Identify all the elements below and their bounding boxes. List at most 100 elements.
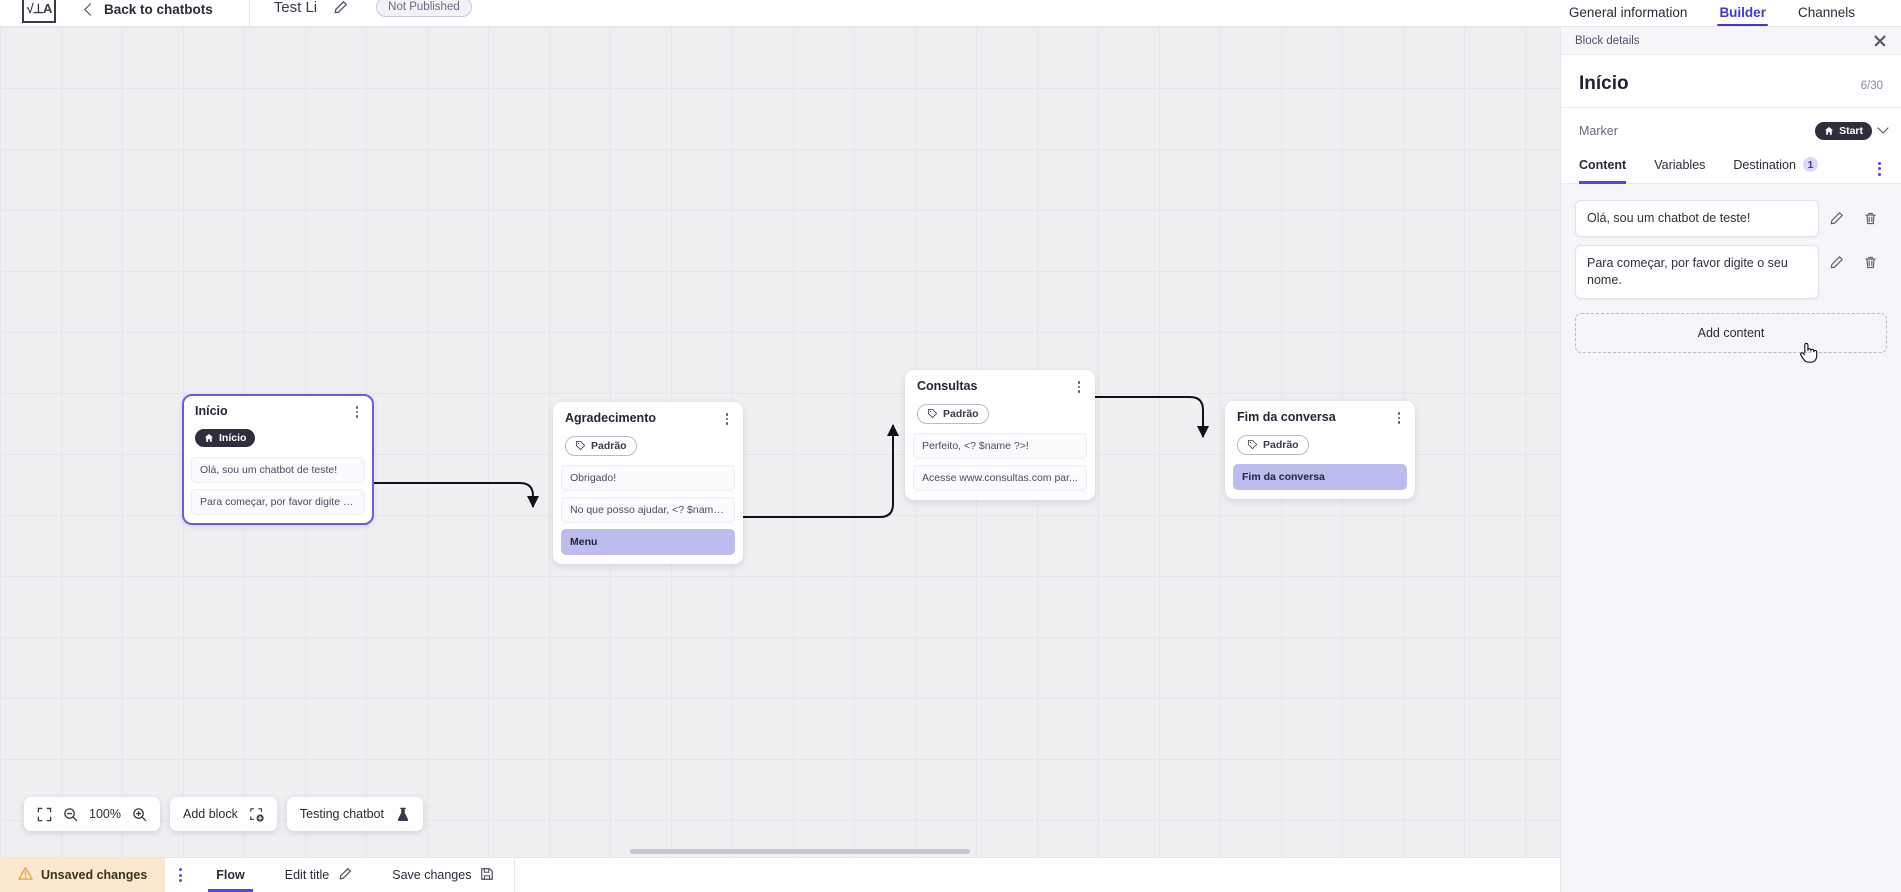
marker-select[interactable]: Start xyxy=(1815,122,1889,140)
testing-chatbot-button[interactable]: Testing chatbot xyxy=(286,797,423,831)
node-message[interactable]: Perfeito, <? $name ?>! xyxy=(913,433,1087,460)
panel-char-count: 6/30 xyxy=(1860,80,1883,92)
content-delete-icon[interactable] xyxy=(1853,200,1887,236)
node-body: Olá, sou um chatbot de teste! Para começ… xyxy=(183,456,373,524)
node-message[interactable]: No que posso ajudar, <? $name ... xyxy=(561,497,735,524)
destination-count-badge: 1 xyxy=(1802,157,1818,172)
header-divider xyxy=(248,0,250,27)
node-chip-default: Padrão xyxy=(1237,434,1309,455)
node-body: Perfeito, <? $name ?>! Acesse www.consul… xyxy=(905,433,1095,500)
status-tab-flow[interactable]: Flow xyxy=(196,858,264,892)
node-body: Obrigado! No que posso ajudar, <? $name … xyxy=(553,465,743,564)
node-header: Agradecimento Padrão xyxy=(553,402,743,465)
tag-icon xyxy=(927,409,938,419)
content-delete-icon[interactable] xyxy=(1853,245,1887,281)
pencil-icon xyxy=(338,867,352,884)
node-message-end[interactable]: Fim da conversa xyxy=(1233,464,1407,491)
status-tab-flow-label: Flow xyxy=(216,868,245,882)
flow-canvas[interactable]: Início Início Olá, sou um chatbot de tes… xyxy=(0,27,1560,857)
node-menu-icon[interactable] xyxy=(1075,380,1084,394)
zoom-level-label: 100% xyxy=(89,807,121,821)
panel-tabs: Content Variables Destination 1 xyxy=(1561,154,1901,184)
pencil-icon[interactable] xyxy=(333,0,348,15)
block-details-panel: Block details Início 6/30 Marker Start C… xyxy=(1560,27,1901,892)
flow-node-inicio[interactable]: Início Início Olá, sou um chatbot de tes… xyxy=(182,394,374,525)
node-message[interactable]: Olá, sou um chatbot de teste! xyxy=(191,456,365,483)
back-to-chatbots-button[interactable]: Back to chatbots xyxy=(84,1,213,17)
marker-label: Marker xyxy=(1579,124,1618,138)
node-chip-start: Início xyxy=(195,428,256,447)
node-chip-label: Padrão xyxy=(943,407,979,420)
home-icon xyxy=(204,433,214,442)
node-menu-icon[interactable] xyxy=(353,405,362,419)
zoom-in-icon[interactable] xyxy=(132,807,147,822)
node-message[interactable]: Obrigado! xyxy=(561,465,735,492)
flow-node-agradecimento[interactable]: Agradecimento Padrão Obrigado! No que po… xyxy=(553,402,743,565)
panel-more-icon[interactable] xyxy=(1872,161,1887,176)
panel-tab-destination-label: Destination xyxy=(1733,157,1796,172)
panel-marker-row: Marker Start xyxy=(1561,108,1901,154)
node-title: Agradecimento xyxy=(565,411,656,425)
node-chip-label: Padrão xyxy=(591,439,627,452)
panel-tab-content[interactable]: Content xyxy=(1579,154,1638,184)
unsaved-changes-indicator: Unsaved changes xyxy=(0,858,166,892)
add-block-icon xyxy=(249,807,264,822)
content-edit-icon[interactable] xyxy=(1819,245,1853,281)
add-block-button[interactable]: Add block xyxy=(169,797,277,831)
node-title: Consultas xyxy=(917,379,978,393)
node-body: Fim da conversa xyxy=(1225,464,1415,499)
node-title: Início xyxy=(195,404,228,418)
edit-title-button[interactable]: Edit title xyxy=(265,858,372,892)
fit-screen-icon[interactable] xyxy=(37,807,52,822)
tab-channels[interactable]: Channels xyxy=(1797,5,1855,20)
panel-title-row: Início 6/30 xyxy=(1561,55,1901,108)
canvas-horizontal-scrollbar[interactable] xyxy=(630,849,970,854)
top-tabs: General information Builder Channels xyxy=(1553,0,1901,27)
tag-icon xyxy=(1247,440,1258,450)
logo-glyph: √⊥A xyxy=(26,0,53,16)
chevron-left-icon xyxy=(84,2,97,16)
close-icon[interactable] xyxy=(1873,34,1887,48)
tag-icon xyxy=(575,441,586,451)
panel-block-title: Início xyxy=(1579,73,1629,94)
node-menu-icon[interactable] xyxy=(723,412,732,426)
edit-title-label: Edit title xyxy=(284,868,330,882)
tab-builder[interactable]: Builder xyxy=(1703,5,1782,26)
app-logo[interactable]: √⊥A xyxy=(22,0,56,23)
chevron-down-icon xyxy=(1877,122,1889,134)
canvas-toolbar: 100% Add block Testing chatbot xyxy=(0,797,423,857)
warning-triangle-icon xyxy=(18,866,33,884)
status-more-icon[interactable] xyxy=(165,858,196,892)
save-changes-label: Save changes xyxy=(392,868,472,882)
save-changes-button[interactable]: Save changes xyxy=(372,858,514,892)
node-message[interactable]: Acesse www.consultas.com par... xyxy=(913,465,1087,492)
add-content-button[interactable]: Add content xyxy=(1575,312,1887,353)
node-message-menu[interactable]: Menu xyxy=(561,529,735,556)
flow-node-fim-da-conversa[interactable]: Fim da conversa Padrão Fim da conversa xyxy=(1225,401,1415,500)
back-to-chatbots-label: Back to chatbots xyxy=(104,1,213,17)
content-item-row: Para começar, por favor digite o seu nom… xyxy=(1575,244,1887,299)
panel-tab-content-label: Content xyxy=(1579,157,1627,172)
panel-tab-variables-label: Variables xyxy=(1654,157,1706,172)
chatbot-title: Test Li xyxy=(273,0,318,16)
zoom-out-icon[interactable] xyxy=(63,807,78,822)
node-menu-icon[interactable] xyxy=(1395,411,1404,425)
testing-chatbot-label: Testing chatbot xyxy=(299,807,384,821)
content-item-text[interactable]: Olá, sou um chatbot de teste! xyxy=(1575,200,1819,237)
content-edit-icon[interactable] xyxy=(1819,200,1853,236)
panel-content-list: Olá, sou um chatbot de teste! Para começ… xyxy=(1561,184,1901,892)
add-content-label: Add content xyxy=(1697,325,1765,340)
panel-tab-variables[interactable]: Variables xyxy=(1654,154,1717,184)
tab-general-information[interactable]: General information xyxy=(1568,5,1688,20)
flow-node-consultas[interactable]: Consultas Padrão Perfeito, <? $name ?>! … xyxy=(905,370,1095,501)
unsaved-changes-label: Unsaved changes xyxy=(41,868,148,882)
node-message[interactable]: Para começar, por favor digite o ... xyxy=(191,488,365,515)
panel-tab-destination[interactable]: Destination 1 xyxy=(1733,154,1830,184)
node-chip-default: Padrão xyxy=(565,435,637,456)
home-icon xyxy=(1825,126,1834,135)
marker-chip: Start xyxy=(1815,122,1872,140)
content-item-text[interactable]: Para começar, por favor digite o seu nom… xyxy=(1575,244,1819,299)
node-header: Consultas Padrão xyxy=(905,370,1095,433)
panel-header: Block details xyxy=(1561,27,1901,55)
status-badge: Not Published xyxy=(376,0,472,17)
